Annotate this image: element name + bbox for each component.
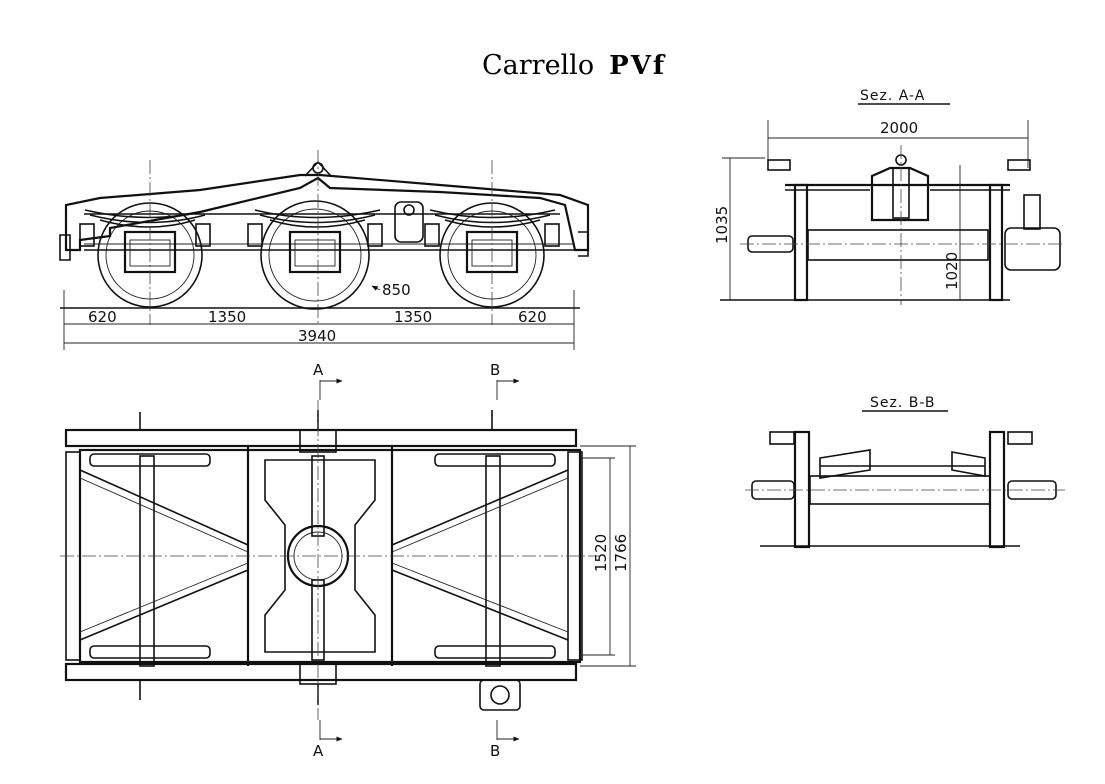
dim-inner-width: 1520 — [592, 534, 610, 572]
dim-end-left: 620 — [88, 308, 117, 326]
side-view — [59, 150, 590, 350]
cut-label-b-top: B — [490, 361, 500, 379]
cut-label-a-bottom: A — [313, 742, 324, 760]
title-prefix: Carrello — [482, 50, 594, 81]
plan-view — [60, 378, 636, 742]
drawing-title: Carrello PVf — [482, 50, 666, 81]
dim-pitch-left: 1350 — [208, 308, 246, 326]
dim-section-height: 1035 — [713, 206, 731, 244]
dim-section-width: 2000 — [880, 119, 918, 137]
dim-total-length: 3940 — [298, 327, 336, 345]
title-model: PVf — [609, 51, 666, 81]
section-bb-label: Sez. B-B — [870, 395, 936, 411]
dim-pitch-right: 1350 — [394, 308, 432, 326]
leaf-springs — [84, 209, 556, 228]
section-bb — [745, 410, 1065, 549]
axleboxes — [123, 230, 519, 274]
dim-outer-width: 1766 — [612, 534, 630, 572]
hangers — [59, 201, 589, 261]
section-aa — [720, 103, 1065, 305]
cut-label-a-top: A — [313, 361, 324, 379]
cut-label-b-bottom: B — [490, 742, 500, 760]
dim-axle-height: 1020 — [943, 252, 961, 290]
dim-wheel-diameter: 850 — [382, 281, 411, 299]
section-aa-label: Sez. A-A — [860, 88, 925, 104]
dim-end-right: 620 — [518, 308, 547, 326]
